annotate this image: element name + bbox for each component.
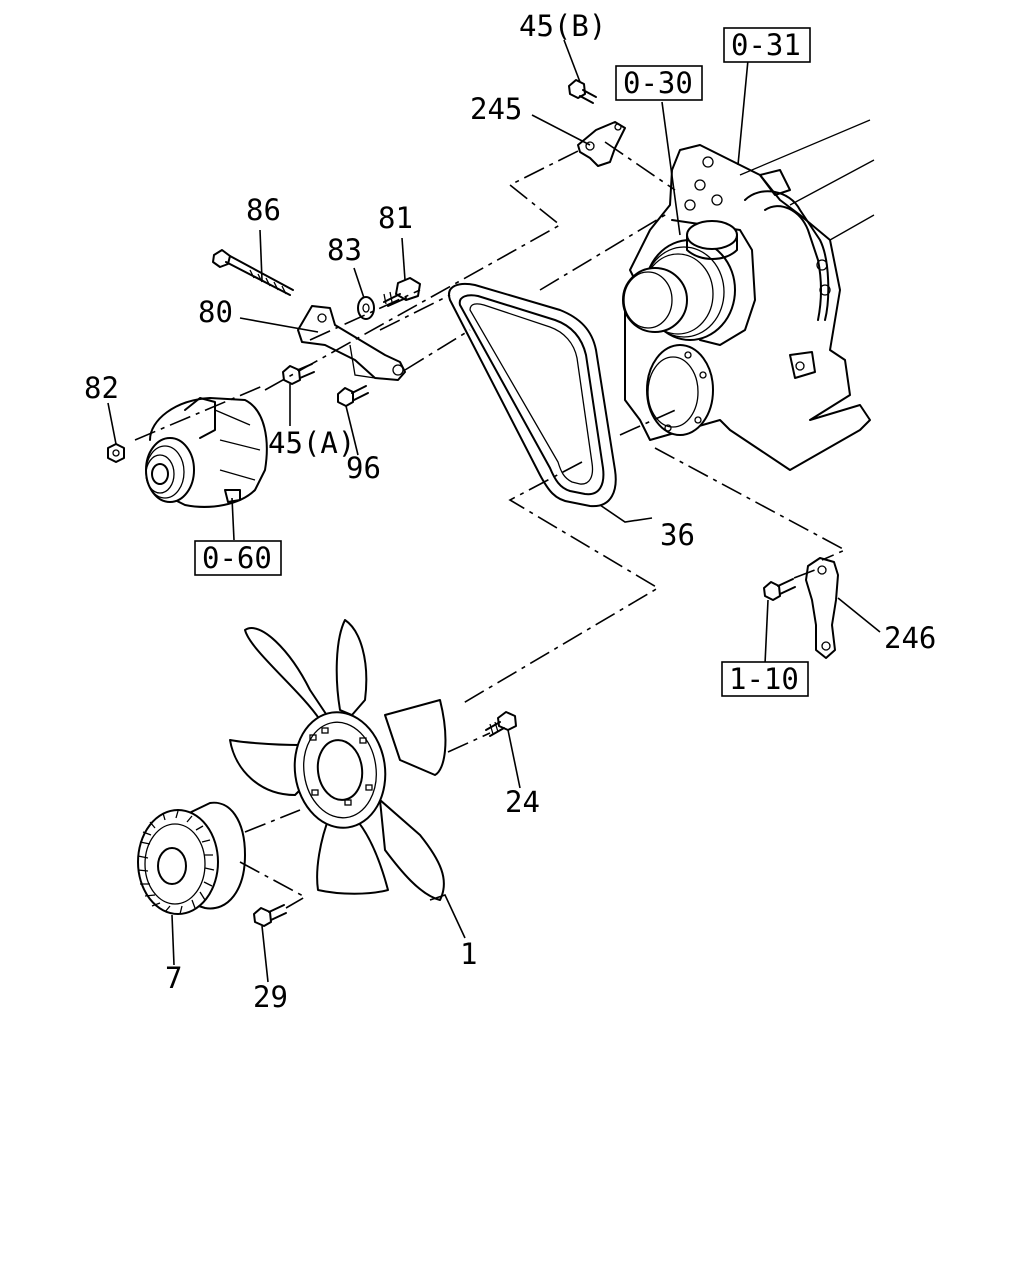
- label-part-1: 1: [460, 937, 477, 971]
- ref-label-1-10: 1-10: [729, 662, 799, 696]
- bolt-29: [253, 904, 287, 927]
- nut-82: [107, 443, 125, 463]
- label-part-29: 29: [253, 980, 288, 1014]
- label-part-245: 245: [470, 92, 522, 126]
- ref-box-0-31[interactable]: 0-31: [723, 27, 811, 63]
- ref-label-0-60: 0-60: [202, 541, 272, 575]
- washer-83: [357, 296, 375, 320]
- label-part-45b: 45(B): [519, 9, 606, 43]
- ref-label-0-31: 0-31: [731, 28, 801, 62]
- fan-clutch-7: [137, 801, 246, 915]
- engine-front-cover: [622, 119, 875, 471]
- label-part-24: 24: [505, 785, 540, 819]
- bolt-86: [212, 249, 294, 296]
- ref-box-1-10[interactable]: 1-10: [721, 661, 809, 697]
- label-part-83: 83: [327, 233, 362, 267]
- bolt-45b: [568, 79, 597, 104]
- bolt-96: [337, 385, 369, 407]
- ref-box-0-60[interactable]: 0-60: [194, 540, 282, 576]
- assembly-lines: [134, 141, 847, 909]
- bracket-246: [805, 557, 839, 659]
- bolt-45a: [282, 363, 315, 385]
- label-part-36: 36: [660, 518, 695, 552]
- cooling-fan-1: [229, 619, 447, 901]
- label-part-7: 7: [165, 961, 182, 995]
- bolt-24: [485, 711, 517, 737]
- label-part-82: 82: [84, 371, 119, 405]
- label-part-80: 80: [198, 295, 233, 329]
- label-part-45a: 45(A): [268, 426, 355, 460]
- alternator: [145, 397, 268, 508]
- label-part-86: 86: [246, 193, 281, 227]
- label-part-96: 96: [346, 451, 381, 485]
- ref-box-0-30[interactable]: 0-30: [615, 65, 703, 101]
- bolt-81: [383, 277, 421, 307]
- label-part-246: 246: [884, 621, 936, 655]
- bracket-245: [577, 121, 626, 167]
- ref-label-0-30: 0-30: [623, 66, 693, 100]
- leader-lines: [107, 39, 881, 983]
- bolt-1-10: [763, 578, 796, 601]
- fan-belt-36: [448, 282, 617, 508]
- bracket-80: [297, 305, 406, 381]
- label-part-81: 81: [378, 201, 413, 235]
